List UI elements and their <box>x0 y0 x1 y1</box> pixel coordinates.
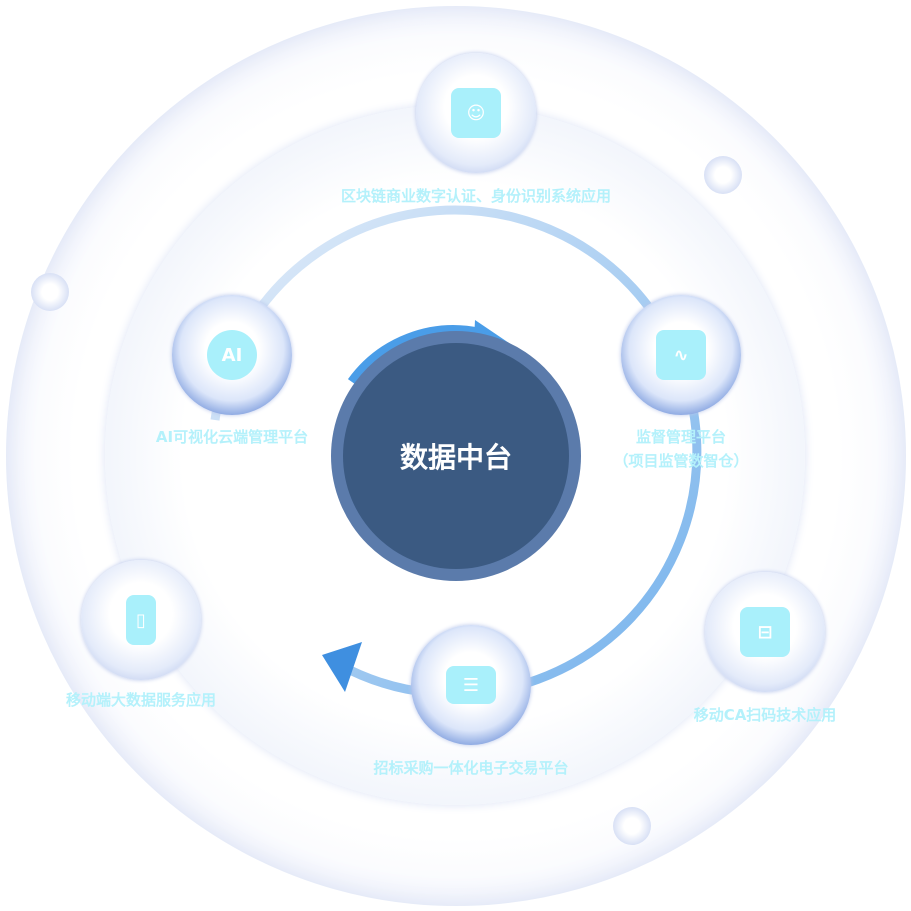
node-mobile-ca-label: 移动CA扫码技术应用 <box>693 706 837 724</box>
node-mobile-ca[interactable]: ⊟ <box>705 572 825 692</box>
node-mobile-bigdata-label: 移动端大数据服务应用 <box>65 691 217 709</box>
monitor-chart-icon: ∿ <box>656 330 706 380</box>
arc-arrowhead-icon <box>322 642 362 692</box>
node-ai-cloud[interactable]: AI <box>172 295 292 415</box>
node-supervision-label: 监督管理平台 <box>635 428 727 446</box>
ai-cloud-icon: AI <box>207 330 257 380</box>
node-bidding[interactable]: ☰ <box>411 625 531 745</box>
center-title: 数据中台 <box>399 441 512 474</box>
scan-icon: ⊟ <box>740 607 790 657</box>
decor-bubble <box>613 807 651 845</box>
node-supervision-sublabel: （项目监管数智仓） <box>613 452 749 470</box>
center-hub: 数据中台 <box>331 331 581 581</box>
node-bidding-label: 招标采购一体化电子交易平台 <box>373 759 569 777</box>
inner-cycle-arc <box>347 325 482 385</box>
decor-bubble <box>31 273 69 311</box>
node-supervision[interactable]: ∿ <box>621 295 741 415</box>
node-mobile-bigdata[interactable]: ▯ <box>81 560 201 680</box>
node-blockchain[interactable]: ☺ <box>416 53 536 173</box>
mobile-icon: ▯ <box>126 595 156 645</box>
node-ai-cloud-label: AI可视化云端管理平台 <box>155 428 309 446</box>
node-blockchain-label: 区块链商业数字认证、身份识别系统应用 <box>340 187 612 205</box>
basket-card-icon: ☰ <box>446 666 496 704</box>
decor-bubble <box>704 156 742 194</box>
face-id-icon: ☺ <box>451 88 501 138</box>
